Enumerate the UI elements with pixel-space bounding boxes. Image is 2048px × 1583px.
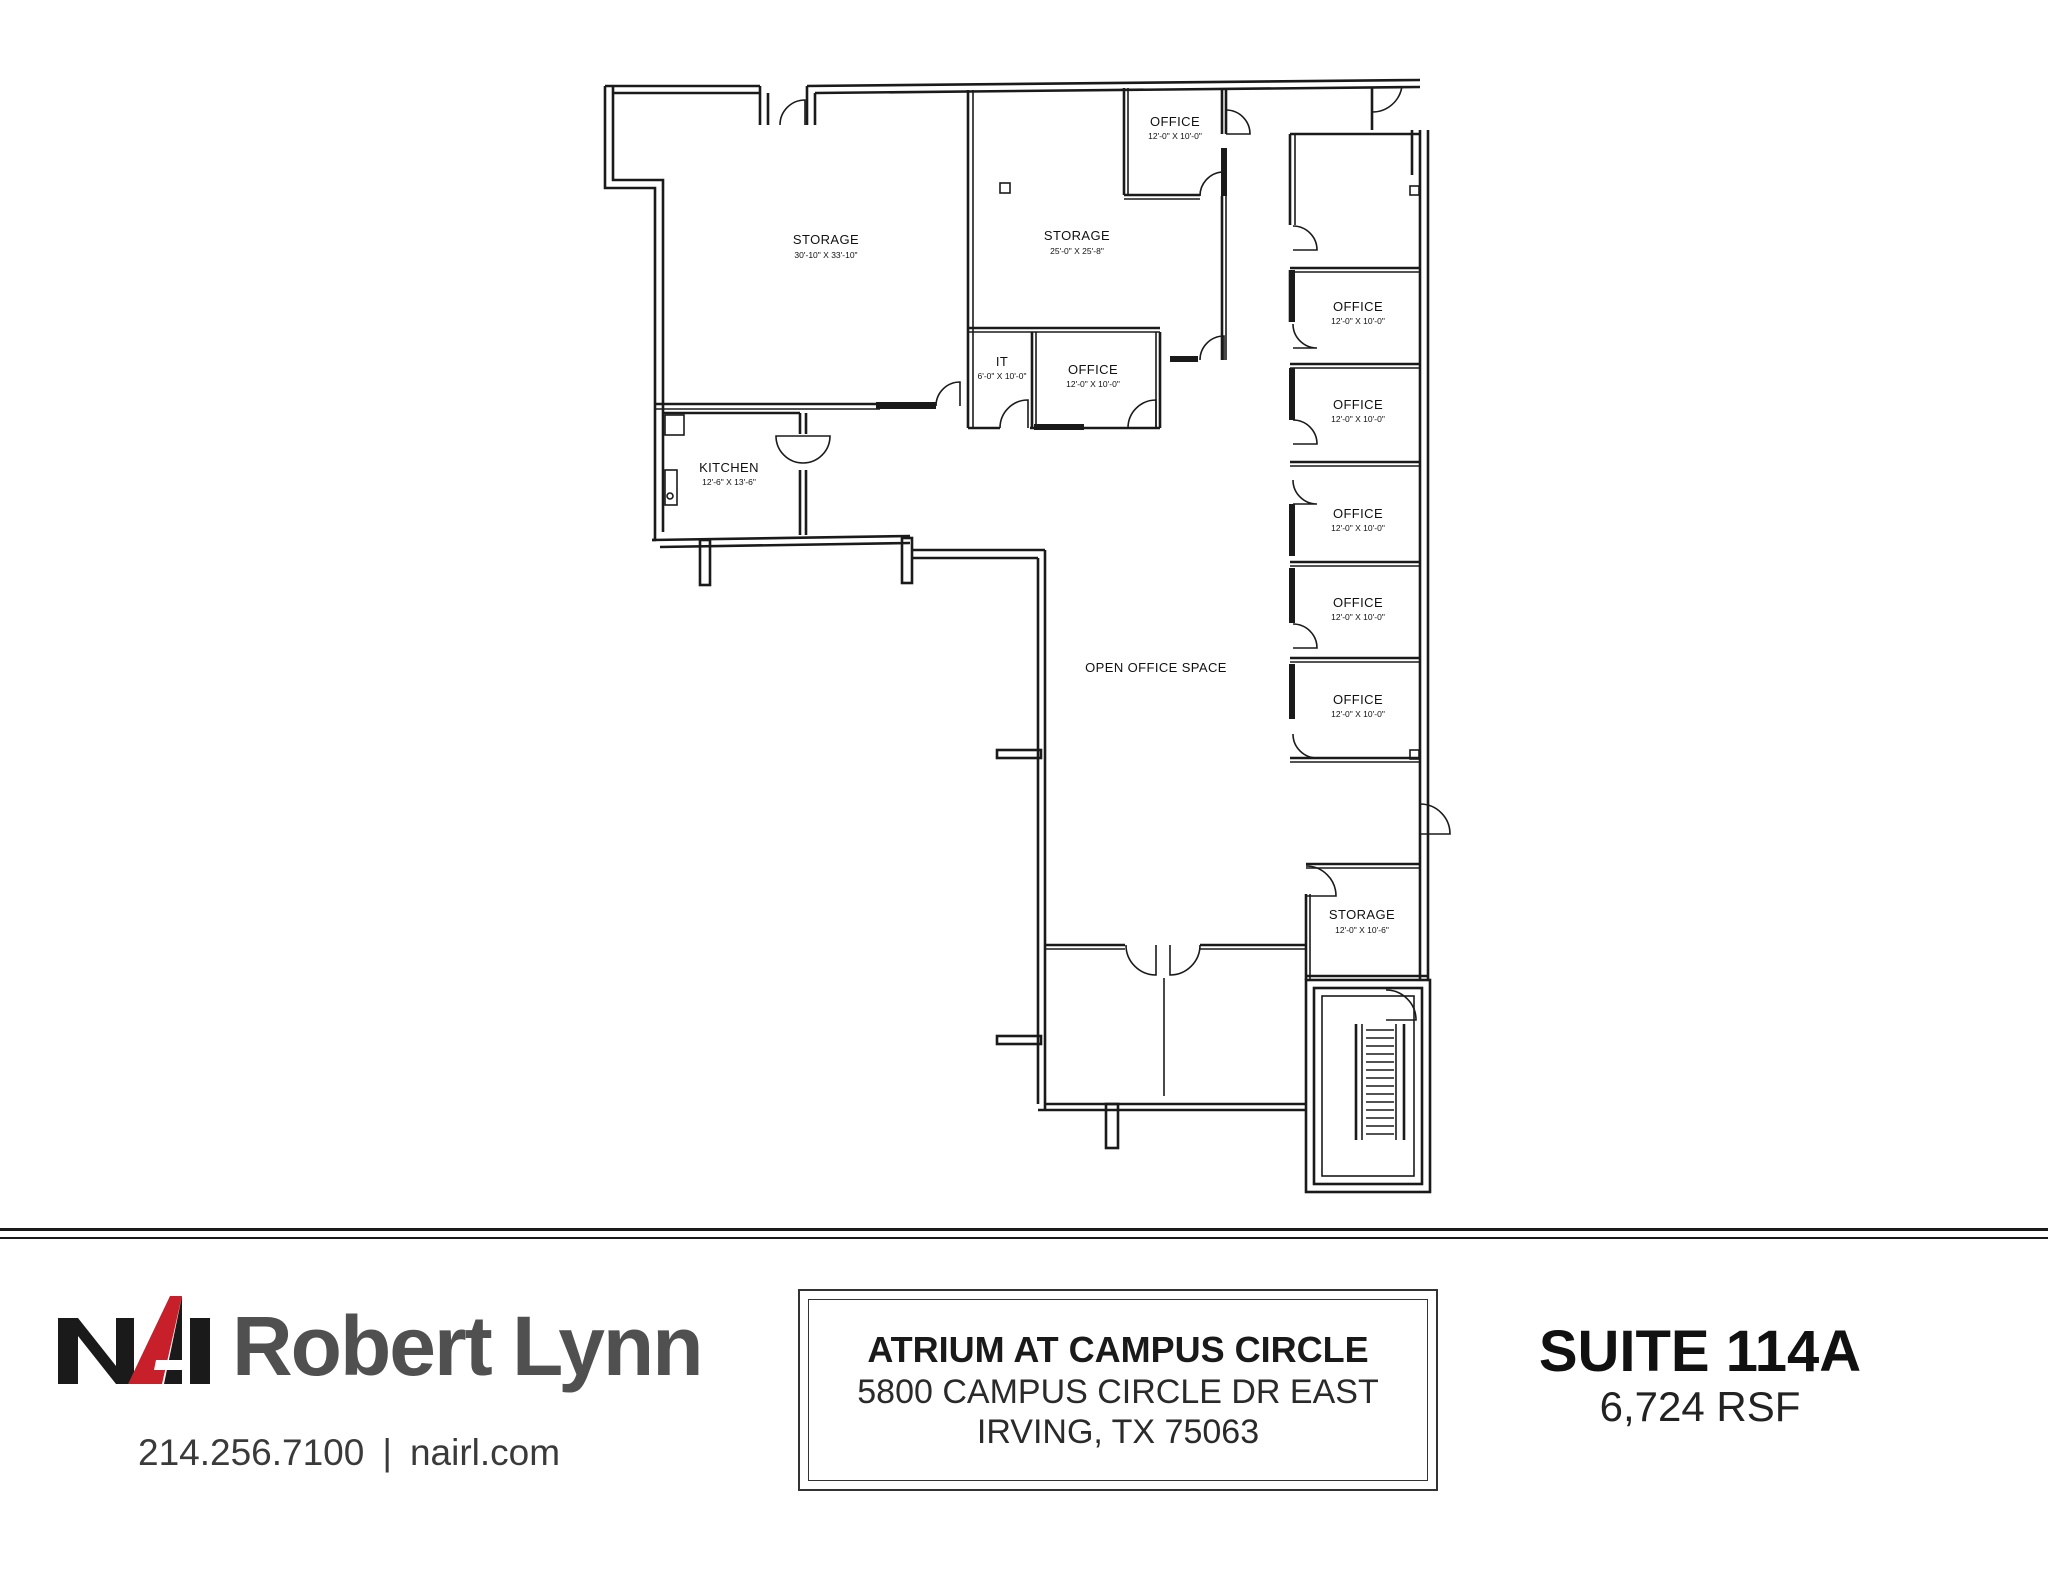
room-name: OFFICE <box>1333 595 1383 610</box>
room-dims: 25'-0" X 25'-8" <box>1050 246 1104 256</box>
building-name: ATRIUM AT CAMPUS CIRCLE <box>867 1329 1369 1370</box>
contact-info: 214.256.7100 | nairl.com <box>138 1432 560 1474</box>
phone-number: 214.256.7100 <box>138 1432 365 1473</box>
room-name: STORAGE <box>1329 907 1395 922</box>
contact-separator: | <box>382 1432 392 1473</box>
footer-divider-thick <box>0 1228 2048 1231</box>
walls <box>603 78 1432 1194</box>
doors <box>775 85 1451 1021</box>
room-name: OFFICE <box>1333 299 1383 314</box>
room-name: KITCHEN <box>699 460 759 475</box>
stairs <box>1354 1024 1406 1140</box>
room-dims: 12'-0" X 10'-6" <box>1335 925 1389 935</box>
floor-plan: STORAGE 30'-10" X 33'-10" STORAGE 25'-0"… <box>603 78 1451 1194</box>
room-name: IT <box>996 354 1008 369</box>
room-dims: 12'-6" X 13'-6" <box>702 477 756 487</box>
address-box-inner: ATRIUM AT CAMPUS CIRCLE 5800 CAMPUS CIRC… <box>808 1299 1428 1481</box>
room-labels: STORAGE 30'-10" X 33'-10" STORAGE 25'-0"… <box>699 114 1395 935</box>
suite-number: SUITE 114A <box>1538 1319 1862 1384</box>
room-name: OPEN OFFICE SPACE <box>1085 660 1227 675</box>
room-dims: 6'-0" X 10'-0" <box>978 371 1027 381</box>
room-dims: 12'-0" X 10'-0" <box>1331 709 1385 719</box>
footer-divider-thin <box>0 1237 2048 1239</box>
room-dims: 12'-0" X 10'-0" <box>1066 379 1120 389</box>
website-link[interactable]: nairl.com <box>409 1432 561 1473</box>
room-name: OFFICE <box>1333 397 1383 412</box>
room-dims: 12'-0" X 10'-0" <box>1148 131 1202 141</box>
room-dims: 12'-0" X 10'-0" <box>1331 612 1385 622</box>
address-line-2: IRVING, TX 75063 <box>976 1413 1260 1451</box>
room-name: STORAGE <box>1044 228 1110 243</box>
room-dims: 12'-0" X 10'-0" <box>1331 316 1385 326</box>
company-logo: Robert Lynn <box>58 1292 704 1393</box>
address-line-1: 5800 CAMPUS CIRCLE DR EAST <box>857 1373 1379 1411</box>
address-box: ATRIUM AT CAMPUS CIRCLE 5800 CAMPUS CIRC… <box>798 1289 1438 1491</box>
logo-name: Robert Lynn <box>232 1299 704 1393</box>
suite-area: 6,724 RSF <box>1599 1383 1801 1430</box>
nai-logo-mark <box>58 1296 210 1384</box>
room-name: OFFICE <box>1150 114 1200 129</box>
room-name: OFFICE <box>1068 362 1118 377</box>
room-name: OFFICE <box>1333 506 1383 521</box>
suite-info: SUITE 114A 6,724 RSF <box>1500 1320 1900 1430</box>
room-dims: 12'-0" X 10'-0" <box>1331 523 1385 533</box>
room-name: OFFICE <box>1333 692 1383 707</box>
room-name: STORAGE <box>793 232 859 247</box>
room-dims: 30'-10" X 33'-10" <box>794 250 857 260</box>
room-dims: 12'-0" X 10'-0" <box>1331 414 1385 424</box>
